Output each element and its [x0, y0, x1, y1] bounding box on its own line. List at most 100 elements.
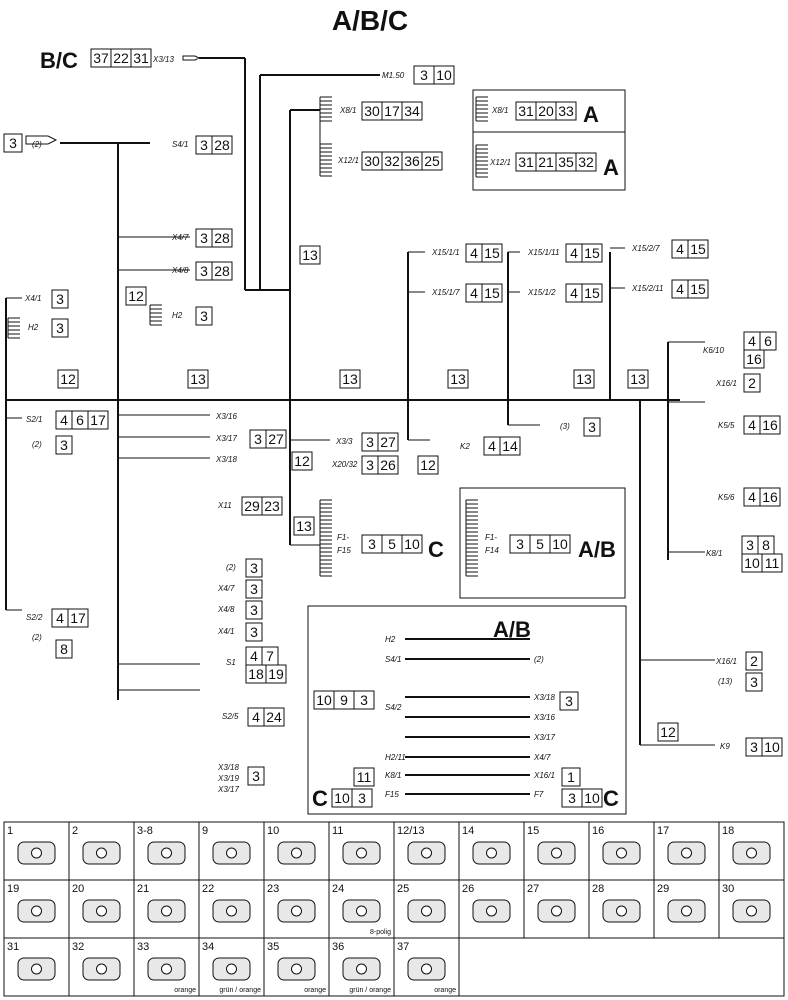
- a-x12-1-codes-code: 31: [518, 154, 534, 170]
- connector-codes-k6_10-b-code: 16: [746, 351, 762, 367]
- connector-codes-s2_5-code: 24: [266, 709, 282, 725]
- a-x8-1-codes-code: 31: [518, 103, 534, 119]
- connector-label-s2_1: S2/1: [26, 415, 42, 424]
- connector-codes-s1-b-code: 18: [248, 666, 264, 682]
- legend-item-number: 27: [527, 883, 539, 895]
- connector-label-x4_1b: X4/1: [217, 627, 234, 636]
- legend-item-number: 14: [462, 825, 474, 837]
- connector-codes-x16_1_low-code: 2: [750, 653, 758, 669]
- legend-item: 12/13: [393, 821, 460, 881]
- a-x8-1-label: X8/1: [491, 106, 508, 115]
- connector-label-x3_3: X3/3: [335, 437, 353, 446]
- legend-item-number: 22: [202, 883, 214, 895]
- legend-item: 23: [263, 879, 330, 939]
- legend-item: 27: [523, 879, 590, 939]
- connector-label-x15_1_2: X15/1/2: [527, 288, 556, 297]
- connector-label-x16_1_low: X16/1: [715, 657, 737, 666]
- branch-number-8: 13: [293, 516, 315, 536]
- connector-codes-k2-code: 4: [488, 438, 496, 454]
- connector-codes-x4_8b: 3: [245, 600, 263, 620]
- a-x8-1-codes-code: 33: [558, 103, 574, 119]
- connector-codes-k6_10-code: 6: [764, 333, 772, 349]
- a-x12-1-codes-code: 35: [558, 154, 574, 170]
- connector-label-x3_18: X3/18: [215, 455, 237, 464]
- legend-item-number: 26: [462, 883, 474, 895]
- connector-codes-x15_2_7-code: 15: [690, 241, 706, 257]
- connector-codes-two_low-code: 8: [60, 641, 68, 657]
- connector-codes-x11-code: 29: [244, 498, 260, 514]
- header-code-box-code: 31: [133, 50, 149, 66]
- legend-item-number: 33: [137, 941, 149, 953]
- branch-number-9: 12: [291, 451, 313, 471]
- legend-item: 9: [198, 821, 265, 881]
- connector-codes-h2: 3: [51, 318, 69, 338]
- top-wire-label: M1.50: [382, 71, 405, 80]
- legend-item: 28: [588, 879, 655, 939]
- branch-number-7: 12: [125, 286, 147, 306]
- legend-item: 32: [68, 937, 135, 997]
- connector-codes-x8_1-code: 30: [364, 103, 380, 119]
- connector-codes-x15_1_2-code: 4: [570, 285, 578, 301]
- connector-codes-x11-code: 23: [264, 498, 280, 514]
- branch-number-7-code: 12: [128, 288, 144, 304]
- header-code-box-code: 37: [93, 50, 109, 66]
- connector-label-k5_5: K5/5: [718, 421, 735, 430]
- connector-label-x15_1_1: X15/1/1: [431, 248, 460, 257]
- branch-number-5-code: 13: [630, 371, 646, 387]
- ab-k8-code-code: 11: [357, 769, 372, 785]
- legend-item-number: 12/13: [397, 825, 425, 837]
- connector-codes-k5_6-code: 16: [762, 489, 778, 505]
- a-x8-1-codes-code: 20: [538, 103, 554, 119]
- ab-box-c-left: C: [312, 786, 328, 811]
- legend-item-number: 25: [397, 883, 409, 895]
- connector-codes-x4_7-code: 28: [214, 230, 230, 246]
- connector-codes-s2_1-code: 6: [76, 412, 84, 428]
- ab-c-left-codes-code: 10: [334, 790, 350, 806]
- legend-item-number: 34: [202, 941, 214, 953]
- ab-left-label-5: F15: [385, 790, 399, 799]
- connector-codes-x15_2_7-code: 4: [676, 241, 684, 257]
- connector-label-h2_mid: H2: [172, 311, 183, 320]
- ab-left-label-0: H2: [385, 635, 396, 644]
- legend-item-number: 18: [722, 825, 734, 837]
- connector-codes-x16_1_low: 2: [745, 651, 763, 671]
- connector-label-two_low: (2): [32, 633, 42, 642]
- connector-label-k2: K2: [460, 442, 470, 451]
- legend-item: 26: [458, 879, 525, 939]
- legend-item-number: 11: [332, 825, 343, 837]
- legend-item-number: 16: [592, 825, 604, 837]
- legend-item: 1: [3, 821, 70, 881]
- diagram-title: A/B/C: [332, 5, 408, 36]
- left-plug: 3(2): [3, 133, 58, 153]
- ab-right-label-5: X16/1: [533, 771, 555, 780]
- legend-item-number: 2: [72, 825, 78, 837]
- ab-box-c-right: C: [603, 786, 619, 811]
- connector-codes-x4_1-code: 3: [56, 291, 64, 307]
- connector-label-x4_8: X4/8: [171, 266, 189, 275]
- branch-number-5: 13: [627, 369, 649, 389]
- legend-item: 11: [328, 821, 395, 881]
- connector-label-x12_1: X12/1: [337, 156, 359, 165]
- legend-item: 17: [653, 821, 720, 881]
- legend-item-number: 1: [7, 825, 13, 837]
- ab-box-inner: H2S4/1S4/2H2/11K8/1F15(2)X3/18X3/16X3/17…: [313, 635, 603, 808]
- branch-number-4-code: 13: [576, 371, 592, 387]
- branch-number-11-code: 12: [660, 724, 676, 740]
- connector-codes-k5_6-code: 4: [748, 489, 756, 505]
- connector-codes-two_low: 8: [55, 639, 73, 659]
- connector-codes-x16_1_top: 2: [743, 373, 761, 393]
- legend-item-number: 30: [722, 883, 734, 895]
